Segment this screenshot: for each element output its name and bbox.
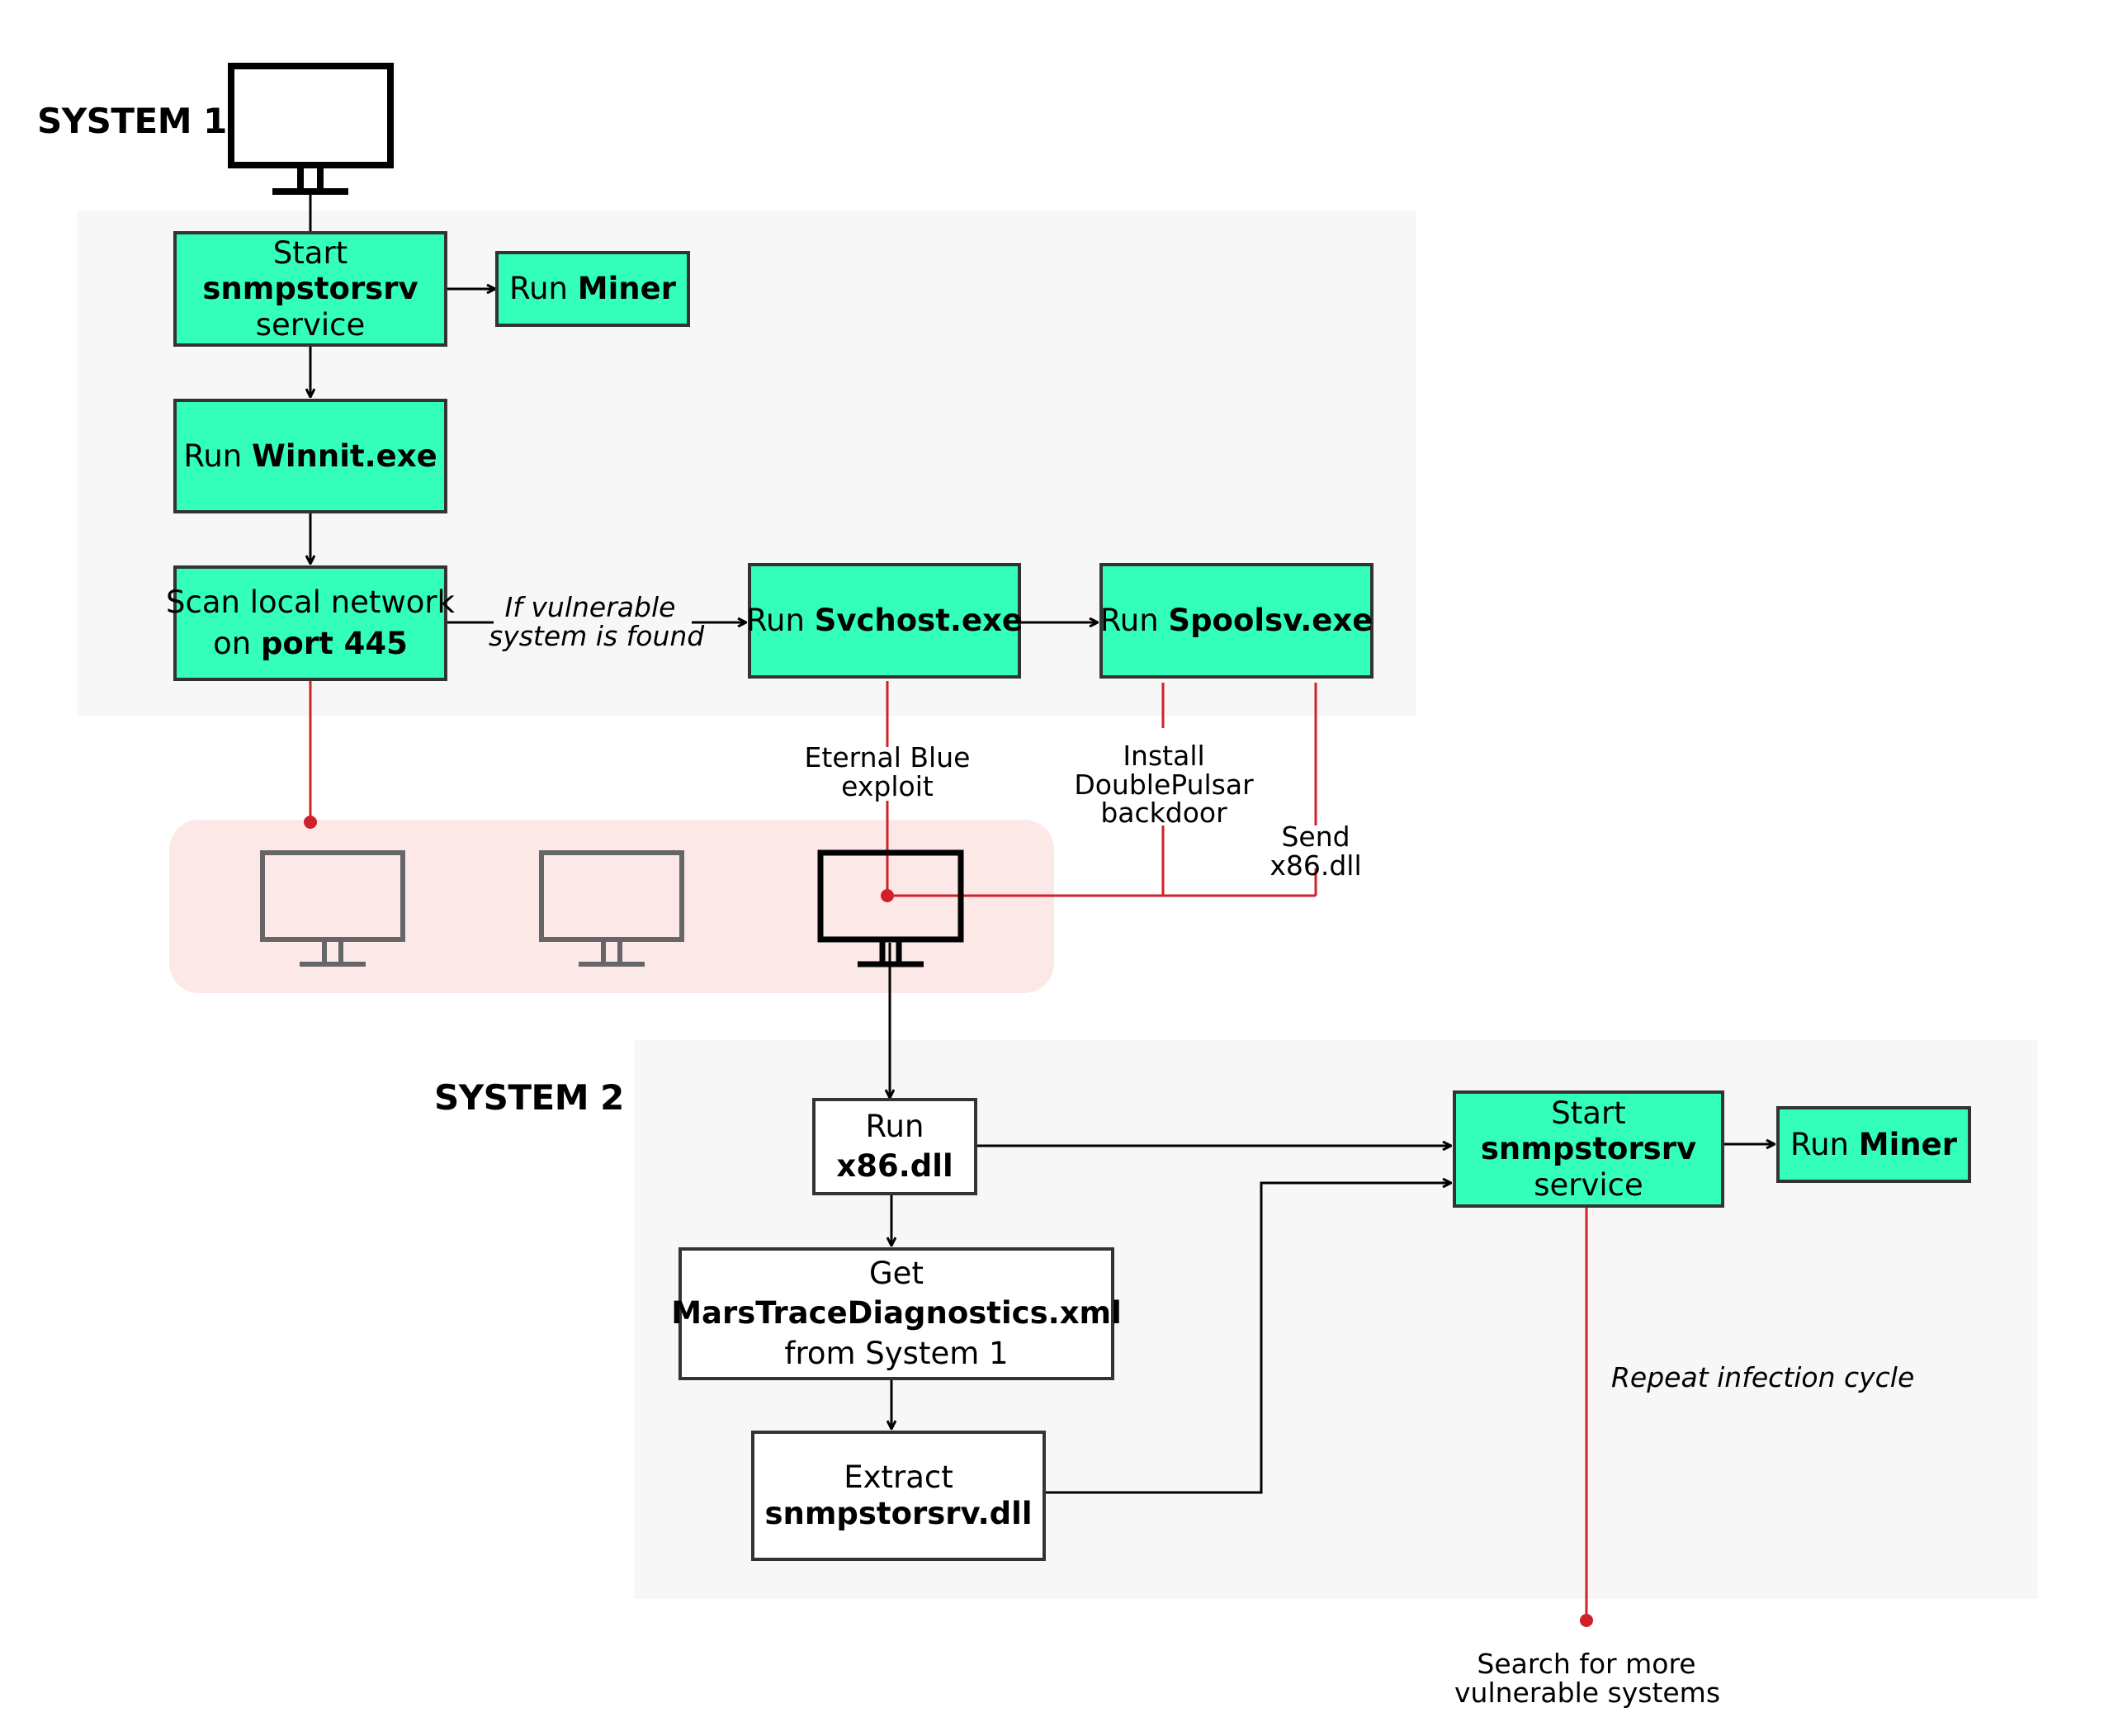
node-text-bold: Spoolsv.exe	[1168, 603, 1374, 639]
scan-network-node: Scan local network on port 445	[166, 565, 455, 681]
system1-heading: SYSTEM 1	[37, 101, 227, 141]
network-host-2-monitor-icon	[539, 850, 684, 967]
label-line: backdoor	[1100, 797, 1227, 830]
doublepulsar-label: Install DoublePulsar backdoor	[1065, 740, 1263, 830]
node-text: Start	[272, 234, 348, 271]
node-text-bold: Miner	[577, 271, 676, 307]
label-line: Install	[1123, 740, 1205, 772]
node-text-bold: snmpstorsrv	[202, 271, 418, 307]
search-systems-label: Search for more vulnerable systems	[1454, 1648, 1721, 1709]
repeat-cycle-label: Repeat infection cycle	[1611, 1361, 1915, 1393]
run-svchost-node: Run Svchost.exe	[746, 563, 1023, 679]
node-text: Run	[746, 603, 805, 639]
node-text-bold: snmpstorsrv	[1480, 1131, 1697, 1167]
node-text-bold: Svchost.exe	[814, 603, 1023, 639]
run-winnit-node: Run Winnit.exe	[173, 399, 447, 513]
system1-monitor-icon	[228, 63, 394, 195]
node-text: Extract	[844, 1459, 953, 1496]
node-text: Run	[1790, 1126, 1849, 1162]
label-line: exploit	[841, 769, 934, 802]
node-text: Run	[865, 1108, 924, 1144]
get-marstrace-node: Get MarsTraceDiagnostics.xml from System…	[671, 1247, 1122, 1380]
node-text: Run	[509, 271, 568, 307]
node-text: service	[255, 306, 366, 343]
label-line: Eternal Blue	[804, 741, 971, 773]
label-line: Send	[1281, 821, 1350, 853]
label-line: Search for more	[1477, 1648, 1696, 1680]
node-text-bold: x86.dll	[836, 1148, 953, 1184]
system1-start-service-node: Start snmpstorsrv service	[173, 231, 447, 347]
node-text: from System 1	[784, 1335, 1009, 1371]
node-text: Run	[183, 438, 243, 474]
node-text: Start	[1551, 1095, 1626, 1131]
system2-heading: SYSTEM 2	[434, 1077, 624, 1118]
node-text: service	[1534, 1166, 1643, 1203]
if-vulnerable-label: If vulnerable system is found	[489, 591, 705, 652]
network-host-1-monitor-icon	[260, 850, 405, 967]
eternal-blue-label: Eternal Blue exploit	[792, 741, 982, 802]
send-x86-label: Send x86.dll	[1266, 821, 1365, 882]
node-text-bold: port 445	[260, 626, 408, 661]
node-text: Scan local network	[166, 584, 455, 621]
node-text: Get	[869, 1256, 924, 1292]
run-x86-dll-node: Run x86.dll	[812, 1098, 977, 1195]
label-line: x86.dll	[1269, 849, 1362, 882]
node-text-bold: Winnit.exe	[252, 438, 437, 474]
label-line: If vulnerable	[504, 591, 676, 623]
node-text: on	[213, 626, 252, 661]
node-text: Run	[1099, 603, 1159, 639]
node-text-bold: MarsTraceDiagnostics.xml	[671, 1295, 1122, 1332]
run-spoolsv-node: Run Spoolsv.exe	[1099, 563, 1374, 679]
system2-run-miner-node: Run Miner	[1776, 1106, 1971, 1183]
system2-start-service-node: Start snmpstorsrv service	[1453, 1090, 1724, 1208]
system1-run-miner-node: Run Miner	[495, 251, 690, 327]
node-text-bold: Miner	[1858, 1126, 1957, 1162]
label-line: system is found	[489, 619, 705, 652]
label-line: DoublePulsar	[1074, 768, 1254, 801]
system2-monitor-icon	[817, 849, 964, 967]
node-text-bold: snmpstorsrv.dll	[764, 1496, 1033, 1531]
label-line: vulnerable systems	[1454, 1676, 1721, 1709]
extract-dll-node: Extract snmpstorsrv.dll	[751, 1431, 1046, 1561]
